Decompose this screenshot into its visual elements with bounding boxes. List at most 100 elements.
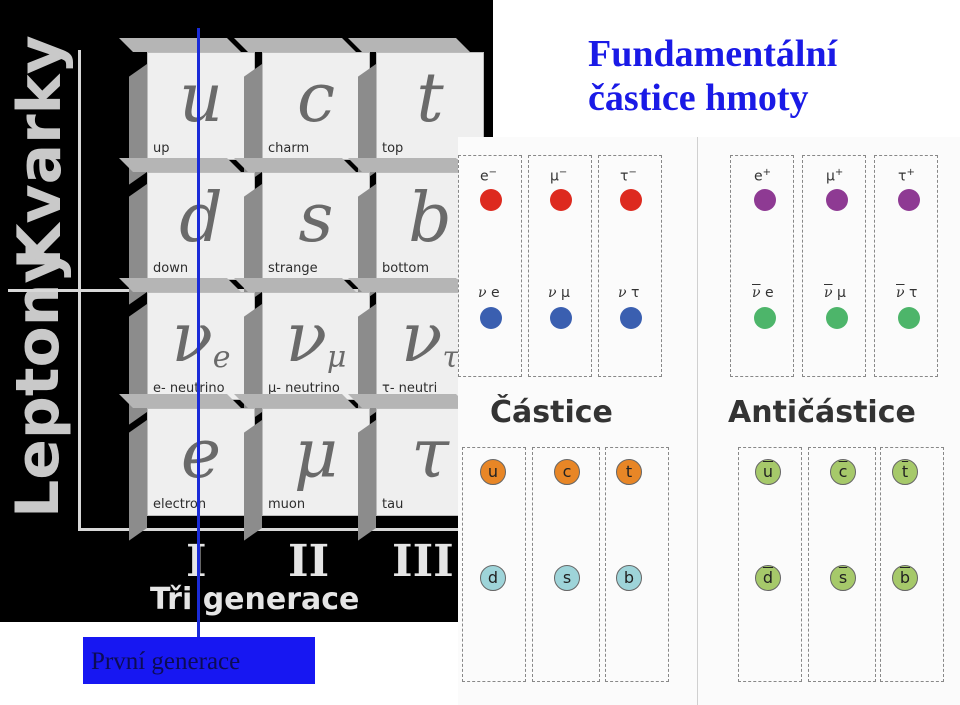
first-generation-label: První generace bbox=[91, 648, 241, 675]
cell-face bbox=[234, 278, 356, 292]
lepton-box-tau bbox=[598, 155, 662, 377]
neutrino-label: ν μ bbox=[548, 285, 570, 301]
antilepton-box-tau bbox=[874, 155, 938, 377]
neutrino-flavor: e bbox=[760, 285, 774, 301]
quark-letter: d bbox=[487, 568, 499, 587]
lepton-dot bbox=[620, 189, 642, 211]
title-line-2: částice hmoty bbox=[588, 77, 809, 119]
particle-symbol: ντ bbox=[401, 299, 459, 378]
quark-box-2 bbox=[532, 447, 600, 682]
antineutrino-label: ν e bbox=[752, 285, 774, 301]
particle-name: μ- neutrino bbox=[268, 381, 340, 396]
generation-3-label: III bbox=[392, 536, 454, 587]
first-generation-callout: První generace bbox=[83, 637, 315, 684]
particle-symbol-subscript: e bbox=[212, 340, 231, 375]
antiquark-b: b bbox=[892, 565, 918, 591]
antiquark-box-3 bbox=[880, 447, 944, 682]
neutrino-label: ν τ bbox=[618, 285, 639, 301]
first-generation-marker-line bbox=[197, 28, 200, 638]
cell-face bbox=[119, 38, 241, 52]
cell-face bbox=[348, 278, 470, 292]
charge-sign: − bbox=[558, 167, 568, 178]
particle-symbol: τ bbox=[411, 415, 449, 494]
neutrino-symbol: ν bbox=[896, 285, 905, 301]
quark-t: t bbox=[616, 459, 642, 485]
antineutrino-dot bbox=[826, 307, 848, 329]
quark-box-1 bbox=[462, 447, 526, 682]
antineutrino-dot bbox=[898, 307, 920, 329]
particle-name: e- neutrino bbox=[153, 381, 225, 396]
particle-name: up bbox=[153, 141, 170, 156]
cell-face bbox=[358, 420, 376, 541]
quark-letter: c bbox=[562, 462, 572, 481]
cell-face bbox=[234, 394, 356, 408]
neutrino-dot bbox=[550, 307, 572, 329]
quark-letter: b bbox=[623, 568, 635, 587]
particle-symbol-subscript: τ bbox=[442, 340, 459, 375]
particle-name: electron bbox=[153, 497, 207, 512]
antineutrino-dot bbox=[754, 307, 776, 329]
leptons-row-label: Leptony bbox=[3, 244, 73, 518]
antilepton-dot bbox=[826, 189, 848, 211]
particle-name: strange bbox=[268, 261, 318, 276]
neutrino-symbol: ν bbox=[478, 285, 487, 301]
neutrino-symbol: ν bbox=[824, 285, 833, 301]
particle-name: bottom bbox=[382, 261, 430, 276]
particle-symbol: b bbox=[408, 179, 452, 258]
cell-face bbox=[119, 394, 241, 408]
cell-face bbox=[234, 158, 356, 172]
particle-name: charm bbox=[268, 141, 310, 156]
cell-face bbox=[262, 172, 370, 280]
neutrino-symbol: ν bbox=[752, 285, 761, 301]
neutrino-flavor: τ bbox=[626, 285, 640, 301]
neutrino-symbol: ν bbox=[618, 285, 627, 301]
quark-b: b bbox=[616, 565, 642, 591]
bottom-divider bbox=[78, 528, 478, 531]
charge-sign: − bbox=[628, 167, 637, 178]
particle-name: tau bbox=[382, 497, 404, 512]
lepton-label: τ− bbox=[620, 167, 637, 185]
generations-label: Tři generace bbox=[150, 582, 360, 617]
quarks-row-label: Kvarky bbox=[5, 35, 75, 270]
quark-s: s bbox=[554, 565, 580, 591]
neutrino-flavor: μ bbox=[832, 285, 846, 301]
antiquark-s: s bbox=[830, 565, 856, 591]
particle-symbol: u bbox=[179, 59, 223, 138]
cell-face bbox=[119, 158, 241, 172]
quark-letter: u bbox=[762, 462, 774, 481]
quark-c: c bbox=[554, 459, 580, 485]
antineutrino-label: ν μ bbox=[824, 285, 846, 301]
quark-letter: c bbox=[838, 462, 848, 481]
neutrino-dot bbox=[620, 307, 642, 329]
charge-sign: + bbox=[762, 167, 772, 178]
antiquark-box-2 bbox=[808, 447, 876, 682]
particle-symbol: t bbox=[416, 59, 444, 138]
title-line-1: Fundamentální bbox=[588, 33, 838, 75]
cell-face bbox=[147, 172, 255, 280]
cell-face bbox=[147, 408, 255, 516]
cell-face bbox=[348, 158, 470, 172]
antineutrino-label: ν τ bbox=[896, 285, 917, 301]
cell-face bbox=[147, 292, 255, 400]
cell-face bbox=[348, 38, 470, 52]
antilepton-label: μ+ bbox=[826, 167, 844, 185]
generation-1-label: I bbox=[186, 540, 207, 584]
antiquark-c: c bbox=[830, 459, 856, 485]
neutrino-flavor: μ bbox=[556, 285, 570, 301]
particle-symbol: d bbox=[179, 179, 223, 258]
cell-face bbox=[129, 420, 147, 541]
neutrino-symbol: ν bbox=[548, 285, 557, 301]
quark-letter: s bbox=[562, 568, 572, 587]
cell-face bbox=[262, 408, 370, 516]
particles-title: Částice bbox=[490, 395, 613, 430]
cell-face bbox=[119, 278, 241, 292]
antiquark-t: t bbox=[892, 459, 918, 485]
antilepton-dot bbox=[754, 189, 776, 211]
particle-symbol: e bbox=[180, 415, 222, 494]
quark-letter: t bbox=[625, 462, 633, 481]
